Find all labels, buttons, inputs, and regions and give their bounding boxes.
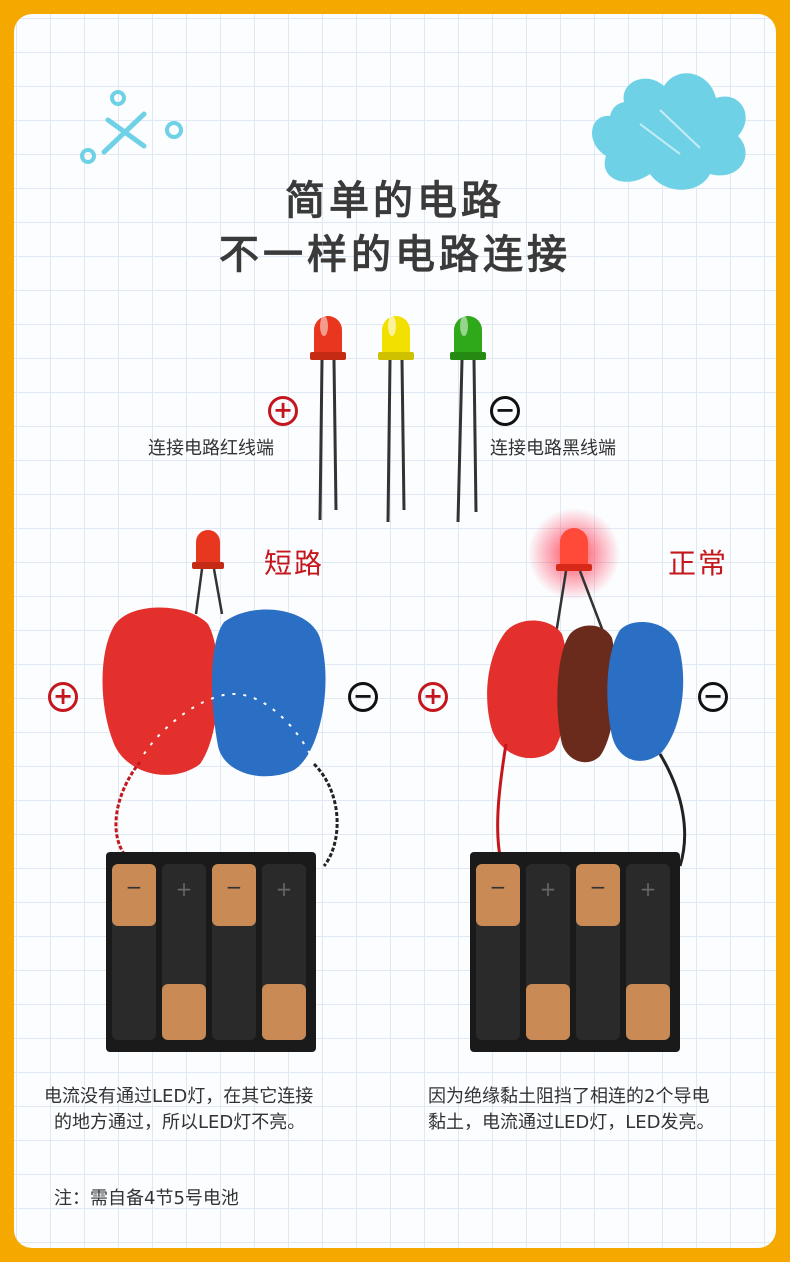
minus-icon: − — [490, 396, 520, 426]
plus-icon: + — [48, 682, 78, 712]
svg-text:−: − — [490, 875, 507, 899]
clay-red — [487, 620, 569, 759]
led-green — [450, 316, 486, 523]
battery-1: − — [476, 864, 520, 1040]
doodle-x-o — [80, 90, 183, 164]
minus-label: 连接电路黑线端 — [490, 438, 616, 459]
doodle-cloud — [592, 73, 746, 190]
svg-text:+: + — [276, 877, 293, 901]
plus-label: 连接电路红线端 — [148, 438, 274, 459]
svg-text:−: − — [126, 875, 143, 899]
battery-3: − — [576, 864, 620, 1040]
normal-circuit-description: 因为绝缘黏土阻挡了相连的2个导电 黏土，电流通过LED灯，LED发亮。 — [428, 1084, 715, 1136]
page-frame: 简单的电路 不一样的电路连接 + 连接电路红线端 − 连接电路黑线端 — [14, 14, 776, 1248]
led-red — [310, 316, 346, 521]
svg-text:+: + — [176, 877, 193, 901]
led-yellow — [378, 316, 414, 523]
battery-4: + — [262, 864, 306, 1040]
short-circuit-description: 电流没有通过LED灯，在其它连接 的地方通过，所以LED灯不亮。 — [44, 1084, 313, 1136]
page-title: 简单的电路 — [285, 178, 505, 224]
svg-text:+: + — [540, 877, 557, 901]
short-circuit-desc-line1: 电流没有通过LED灯，在其它连接 — [44, 1086, 314, 1107]
clay-blue — [607, 621, 684, 761]
led-group — [310, 316, 486, 523]
short-circuit-desc-line2: 的地方通过，所以LED灯不亮。 — [54, 1112, 306, 1133]
plus-icon: + — [418, 682, 448, 712]
svg-text:−: − — [590, 875, 607, 899]
led-on — [554, 528, 606, 635]
plus-icon: + — [268, 396, 298, 426]
normal-circuit-desc-line1: 因为绝缘黏土阻挡了相连的2个导电 — [428, 1086, 710, 1107]
battery-1: − — [112, 864, 156, 1040]
clay-brown — [557, 625, 616, 763]
battery-note: 注：需自备4节5号电池 — [54, 1188, 239, 1209]
led-off — [192, 530, 224, 615]
battery-holder-right: − + − + — [470, 852, 680, 1052]
normal-circuit-title: 正常 — [668, 547, 729, 580]
short-circuit-diagram — [102, 530, 339, 868]
page-subtitle: 不一样的电路连接 — [219, 232, 571, 278]
svg-text:+: + — [640, 877, 657, 901]
normal-circuit-diagram — [487, 508, 687, 867]
clay-red — [102, 607, 219, 775]
short-circuit-title: 短路 — [264, 547, 325, 580]
battery-2: + — [526, 864, 570, 1040]
battery-3: − — [212, 864, 256, 1040]
normal-circuit-desc-line2: 黏土，电流通过LED灯，LED发亮。 — [428, 1112, 715, 1133]
battery-2: + — [162, 864, 206, 1040]
minus-icon: − — [698, 682, 728, 712]
minus-icon: − — [348, 682, 378, 712]
battery-4: + — [626, 864, 670, 1040]
svg-text:−: − — [226, 875, 243, 899]
battery-holder-left: − + − + — [106, 852, 316, 1052]
